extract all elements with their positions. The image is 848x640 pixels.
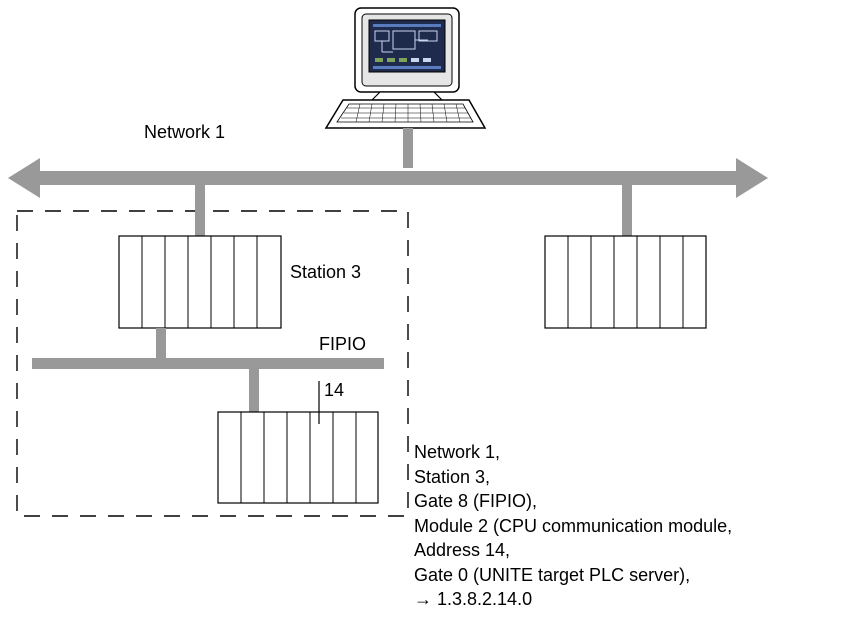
fipio-bus	[32, 358, 384, 369]
station-3-boundary	[16, 210, 409, 517]
workstation-connector	[403, 128, 413, 168]
address-line: Gate 0 (UNITE target PLC server),	[414, 564, 691, 585]
device-connector	[249, 369, 259, 412]
address-line: → 1.3.8.2.14.0	[414, 589, 533, 609]
network-label: Network 1	[144, 122, 226, 142]
address-line: Station 3,	[414, 466, 491, 487]
address-line: Gate 8 (FIPIO),	[414, 491, 538, 511]
fipio-connector	[156, 328, 166, 358]
address-line: Network 1,	[414, 442, 501, 462]
remote-station-rack	[544, 235, 707, 329]
station-3-connector	[195, 185, 205, 236]
address-line: Module 2 (CPU communication module,	[414, 515, 733, 536]
station-label: Station 3	[290, 262, 362, 282]
fipio-device-rack	[217, 411, 379, 504]
fipio-label: FIPIO	[319, 334, 367, 354]
remote-station-connector	[622, 185, 632, 236]
address-breakdown: Network 1, Station 3, Gate 8 (FIPIO), Mo…	[414, 440, 732, 612]
computer-workstation-icon	[324, 7, 487, 129]
address-tag-label: 14	[324, 380, 345, 400]
network-1-bus	[8, 158, 768, 198]
address-line: Address 14,	[414, 540, 511, 560]
station-3-rack	[118, 235, 282, 329]
